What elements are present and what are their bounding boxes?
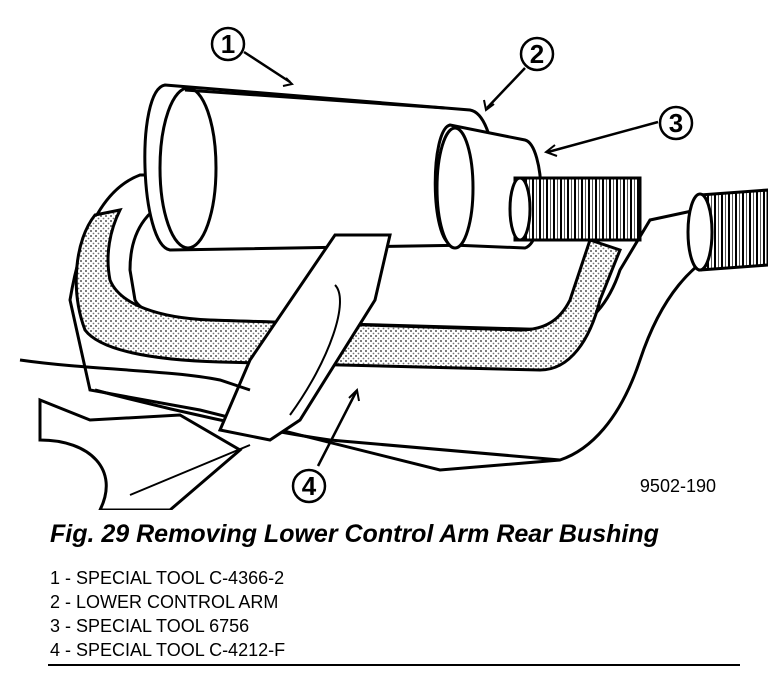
leader-lines	[243, 50, 659, 467]
bottom-rule	[48, 664, 740, 666]
figure-caption: Fig. 29 Removing Lower Control Arm Rear …	[50, 520, 659, 548]
svg-text:4: 4	[302, 471, 317, 501]
tool-assembly-illustration: 1 2 3 4 9502-190	[19, 26, 768, 510]
svg-text:2: 2	[530, 39, 544, 69]
figure-id: 9502-190	[640, 476, 716, 496]
legend-item: 2 - LOWER CONTROL ARM	[50, 592, 279, 612]
callout-1: 1	[210, 26, 246, 62]
parts-legend: 1 - SPECIAL TOOL C-4366-2 2 - LOWER CONT…	[50, 566, 285, 662]
callout-3: 3	[658, 105, 694, 141]
svg-text:1: 1	[221, 29, 235, 59]
svg-text:3: 3	[669, 108, 683, 138]
legend-item: 4 - SPECIAL TOOL C-4212-F	[50, 640, 286, 660]
lower-control-arm	[19, 233, 392, 510]
legend-item: 1 - SPECIAL TOOL C-4366-2	[50, 568, 285, 588]
legend-item: 3 - SPECIAL TOOL 6756	[50, 616, 250, 636]
callout-4: 4	[291, 468, 327, 504]
callout-2: 2	[519, 36, 555, 72]
threaded-screw	[508, 176, 768, 272]
